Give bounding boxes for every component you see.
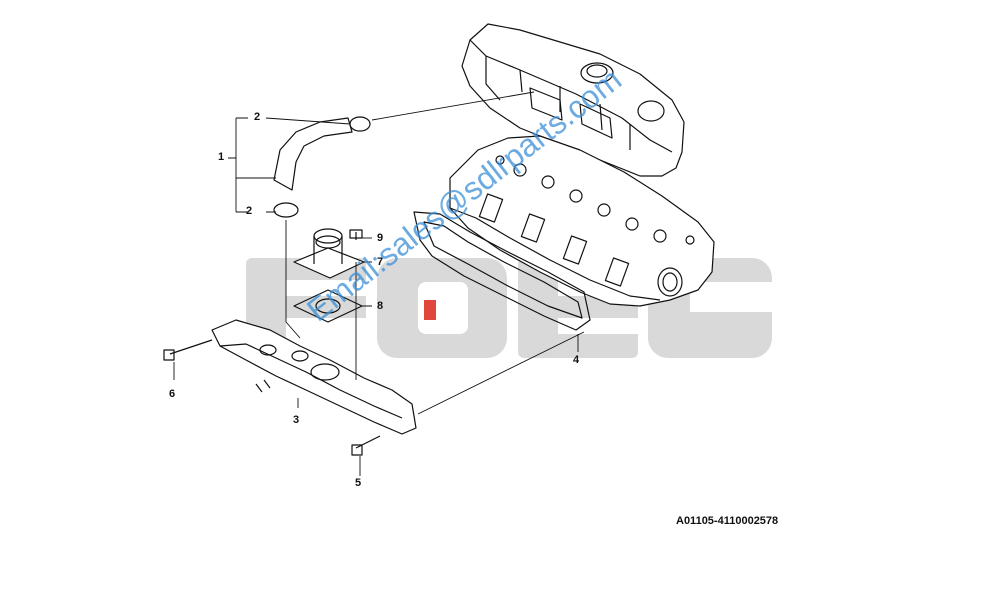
breather-hose (273, 117, 353, 191)
callout-2-top: 2 (254, 111, 261, 123)
manifold-gasket (413, 211, 591, 331)
callout-9: 9 (377, 232, 384, 244)
callout-3: 3 (293, 414, 300, 426)
cylinder-head-cover (461, 23, 685, 177)
leader-lines (173, 91, 585, 476)
callout-7: 7 (377, 256, 384, 268)
bolt (163, 229, 381, 456)
callout-1: 1 (218, 151, 225, 163)
callout-8: 8 (377, 300, 384, 312)
callout-6: 6 (169, 388, 176, 400)
intake-manifold (211, 319, 417, 435)
callout-2-bottom: 2 (246, 205, 253, 217)
callout-5: 5 (355, 477, 362, 489)
cylinder-head (449, 135, 715, 307)
diagram-id: A01105-4110002578 (676, 515, 779, 527)
callout-4: 4 (573, 354, 580, 366)
